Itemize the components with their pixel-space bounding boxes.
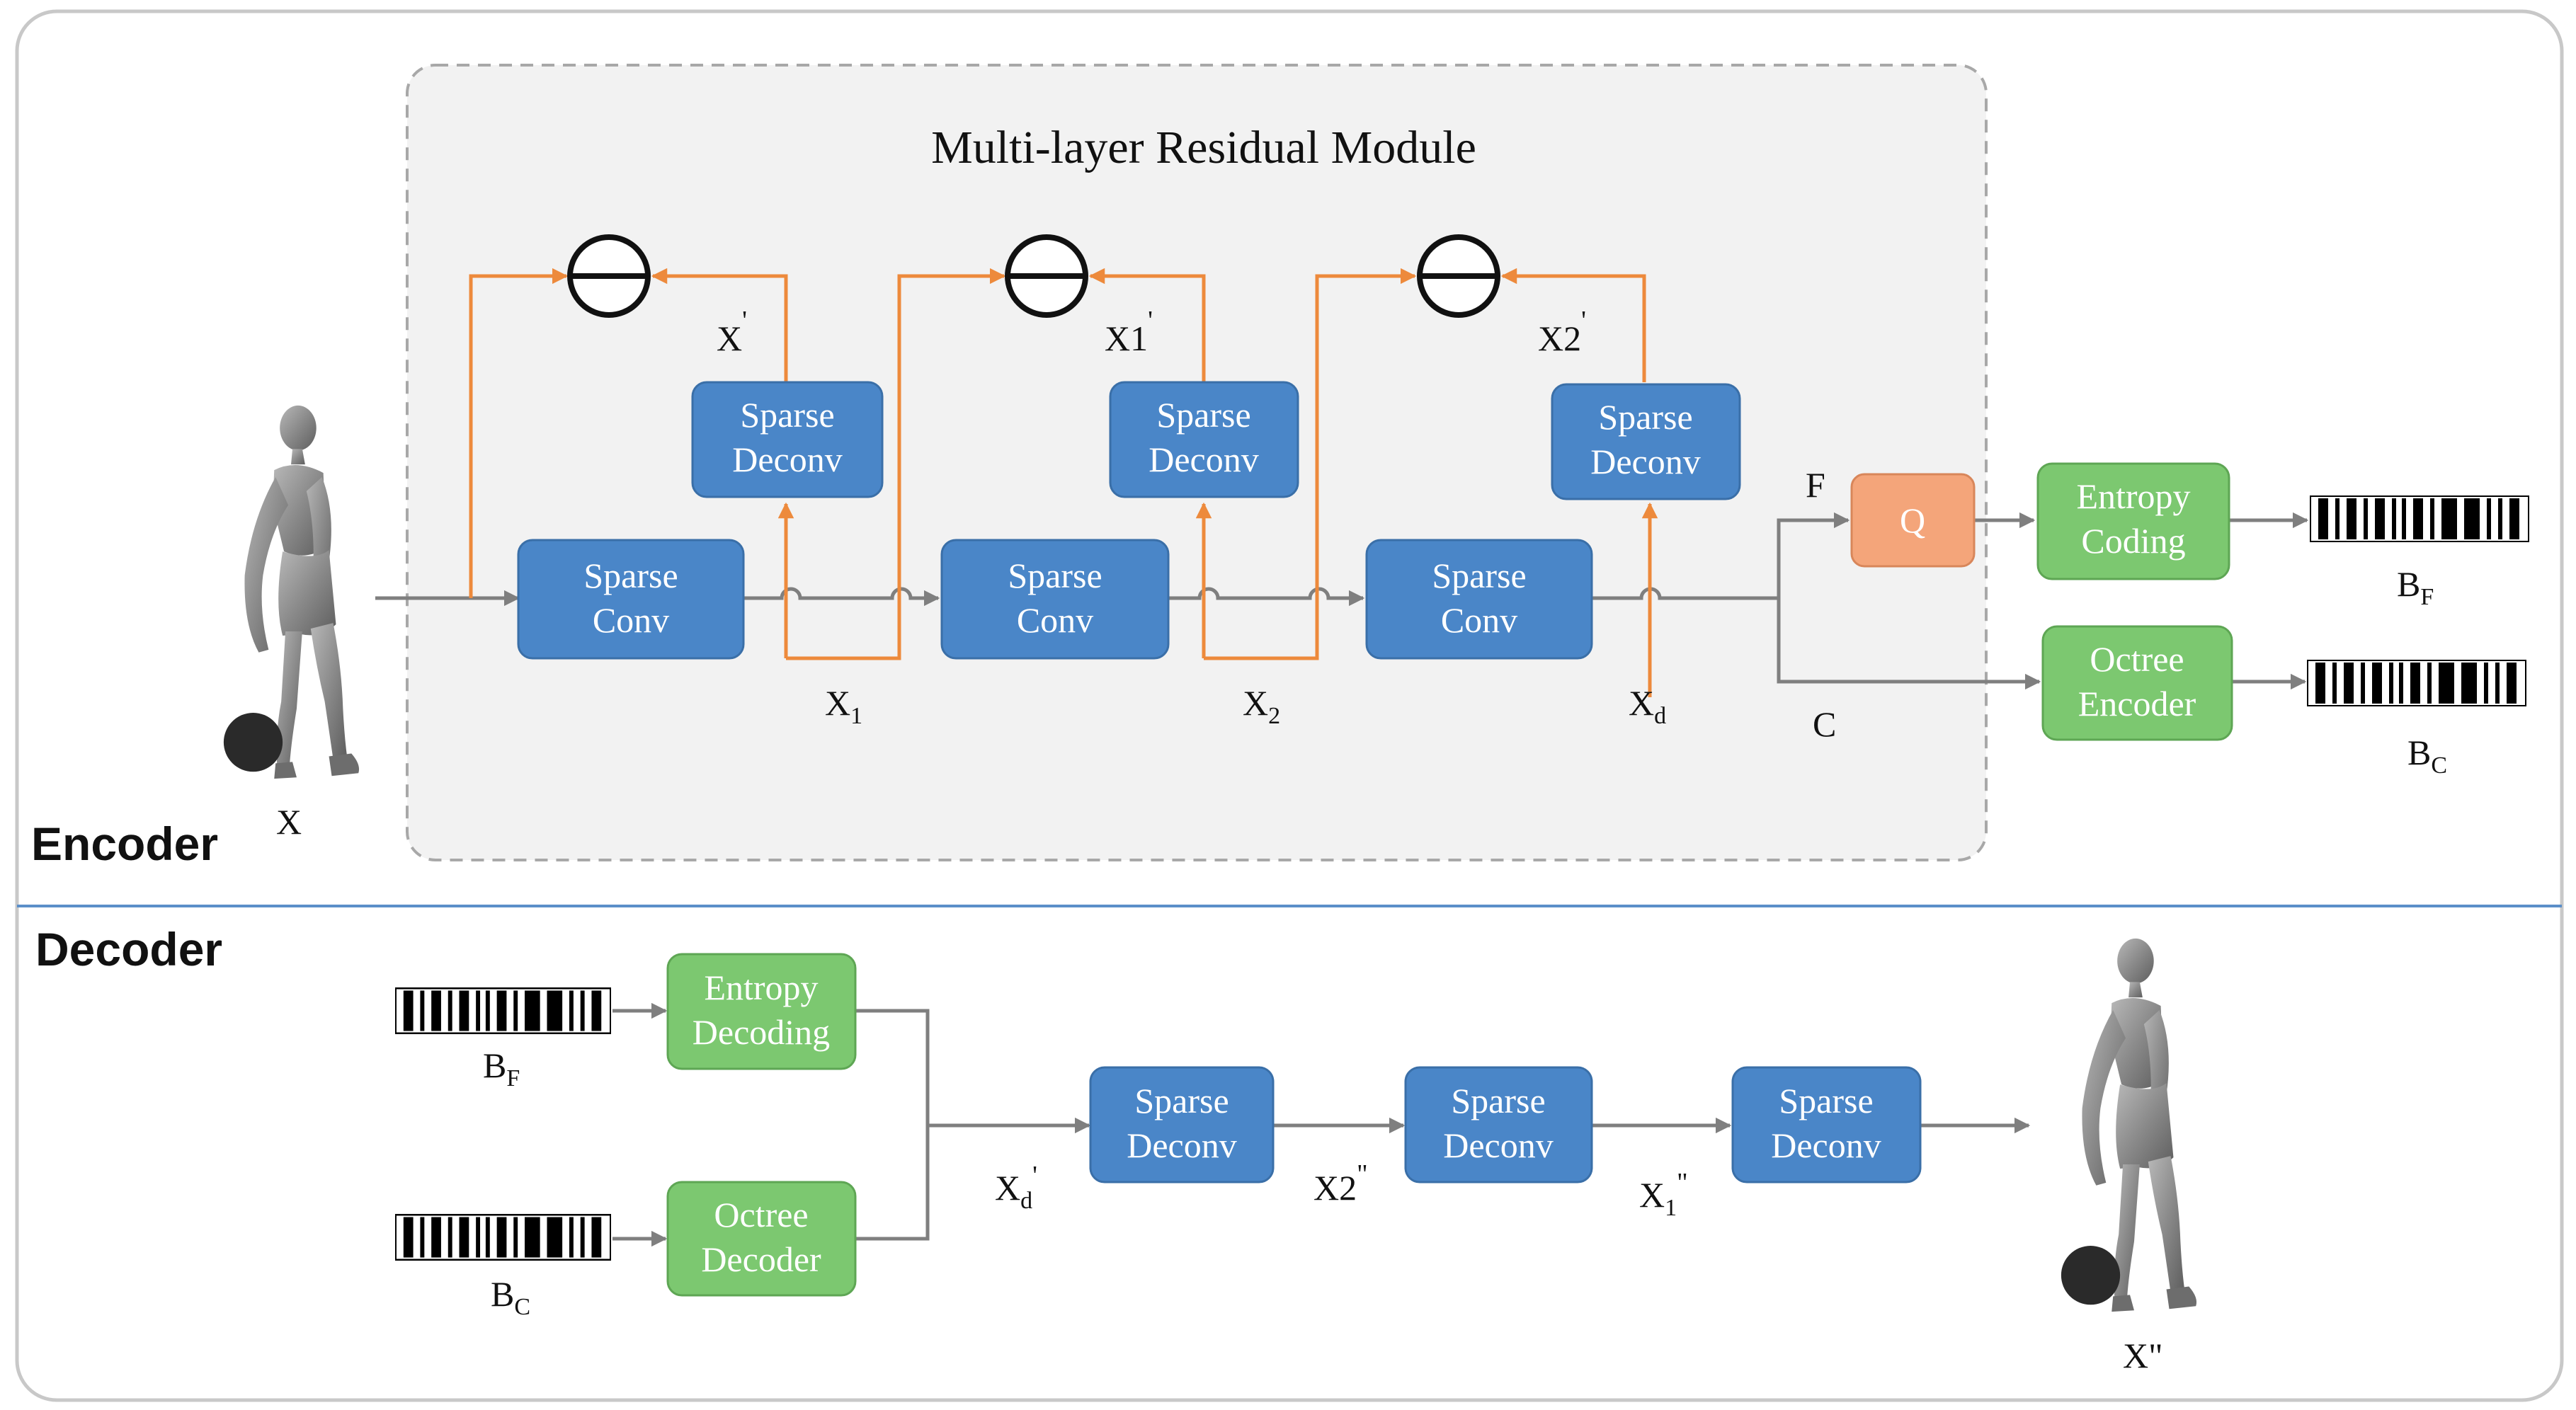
sparse-conv-block-1: Sparse Conv bbox=[517, 539, 745, 660]
svg-text:Deconv: Deconv bbox=[732, 440, 843, 479]
label-f: F bbox=[1806, 465, 1825, 505]
svg-text:Encoder: Encoder bbox=[2078, 684, 2196, 723]
svg-text:Deconv: Deconv bbox=[1443, 1125, 1554, 1165]
label-xd-prime: Xd' bbox=[995, 1161, 1037, 1214]
label-x2-double-prime: X2" bbox=[1313, 1159, 1368, 1208]
svg-text:Conv: Conv bbox=[1017, 600, 1093, 640]
svg-text:Sparse: Sparse bbox=[1156, 395, 1250, 435]
decoder-label: Decoder bbox=[35, 923, 222, 975]
label-bf-encoder: BF bbox=[2397, 564, 2434, 610]
svg-text:Conv: Conv bbox=[1441, 600, 1517, 640]
encoder-residual-lines bbox=[469, 268, 1658, 697]
decoder-sparse-deconv-block-3: Sparse Deconv bbox=[1731, 1066, 1922, 1183]
svg-text:Octree: Octree bbox=[714, 1195, 808, 1234]
svg-text:Sparse: Sparse bbox=[1598, 397, 1692, 437]
sparse-conv-block-2: Sparse Conv bbox=[940, 539, 1170, 660]
label-c: C bbox=[1813, 704, 1836, 744]
label-x-prime: X' bbox=[717, 306, 747, 358]
subtract-icon bbox=[1417, 234, 1500, 318]
label-output-x: X" bbox=[2123, 1336, 2163, 1375]
encoder-label: Encoder bbox=[31, 818, 218, 870]
svg-text:Q: Q bbox=[1900, 500, 1925, 540]
svg-text:Octree: Octree bbox=[2090, 639, 2184, 679]
entropy-coding-block: Entropy Coding bbox=[2036, 462, 2230, 580]
label-x2-prime: X2' bbox=[1538, 306, 1586, 358]
svg-text:Decoding: Decoding bbox=[693, 1012, 830, 1052]
svg-text:Deconv: Deconv bbox=[1127, 1125, 1237, 1165]
bitstream-c-encoder bbox=[2307, 660, 2526, 706]
octree-decoder-block: Octree Decoder bbox=[666, 1181, 857, 1297]
decoder-sparse-deconv-block-2: Sparse Deconv bbox=[1404, 1066, 1593, 1183]
octree-encoder-block: Octree Encoder bbox=[2041, 625, 2233, 741]
svg-text:Sparse: Sparse bbox=[1008, 556, 1102, 595]
subtract-icon bbox=[1005, 234, 1088, 318]
svg-text:Deconv: Deconv bbox=[1590, 442, 1701, 481]
label-x2: X2 bbox=[1243, 683, 1280, 729]
svg-text:Decoder: Decoder bbox=[701, 1239, 821, 1279]
label-x1-double-prime: X1" bbox=[1639, 1168, 1688, 1221]
module-title: Multi-layer Residual Module bbox=[931, 122, 1476, 173]
subtract-icon bbox=[567, 234, 651, 318]
quantizer-block: Q bbox=[1850, 473, 1976, 568]
label-bc-encoder: BC bbox=[2407, 733, 2447, 779]
label-x1-prime: X1' bbox=[1105, 306, 1153, 358]
svg-text:Coding: Coding bbox=[2081, 521, 2185, 561]
label-input-x: X bbox=[276, 802, 302, 842]
entropy-decoding-block: Entropy Decoding bbox=[666, 953, 857, 1070]
sparse-conv-block-3: Sparse Conv bbox=[1365, 539, 1593, 660]
svg-text:Sparse: Sparse bbox=[740, 395, 834, 435]
svg-text:Deconv: Deconv bbox=[1771, 1125, 1881, 1165]
svg-text:Entropy: Entropy bbox=[704, 968, 818, 1007]
bitstream-f-decoder bbox=[395, 987, 611, 1034]
label-bc-decoder: BC bbox=[491, 1274, 530, 1320]
label-bf-decoder: BF bbox=[483, 1045, 520, 1091]
sparse-deconv-block-3: Sparse Deconv bbox=[1551, 383, 1741, 500]
svg-text:Entropy: Entropy bbox=[2076, 476, 2190, 516]
svg-text:Sparse: Sparse bbox=[1134, 1081, 1229, 1120]
svg-text:Deconv: Deconv bbox=[1149, 440, 1259, 479]
svg-text:Sparse: Sparse bbox=[1451, 1081, 1545, 1120]
label-xd: Xd bbox=[1629, 683, 1666, 729]
sparse-deconv-block-2: Sparse Deconv bbox=[1109, 381, 1299, 498]
svg-text:Conv: Conv bbox=[593, 600, 669, 640]
svg-text:Sparse: Sparse bbox=[583, 556, 678, 595]
bitstream-c-decoder bbox=[395, 1214, 611, 1261]
decoder-sparse-deconv-block-1: Sparse Deconv bbox=[1089, 1066, 1275, 1183]
svg-text:Sparse: Sparse bbox=[1432, 556, 1526, 595]
label-x1: X1 bbox=[825, 683, 862, 729]
sparse-deconv-block-1: Sparse Deconv bbox=[691, 381, 884, 498]
svg-text:Sparse: Sparse bbox=[1779, 1081, 1873, 1120]
decoder-lines bbox=[612, 1002, 2031, 1247]
bitstream-f-encoder bbox=[2310, 495, 2529, 542]
